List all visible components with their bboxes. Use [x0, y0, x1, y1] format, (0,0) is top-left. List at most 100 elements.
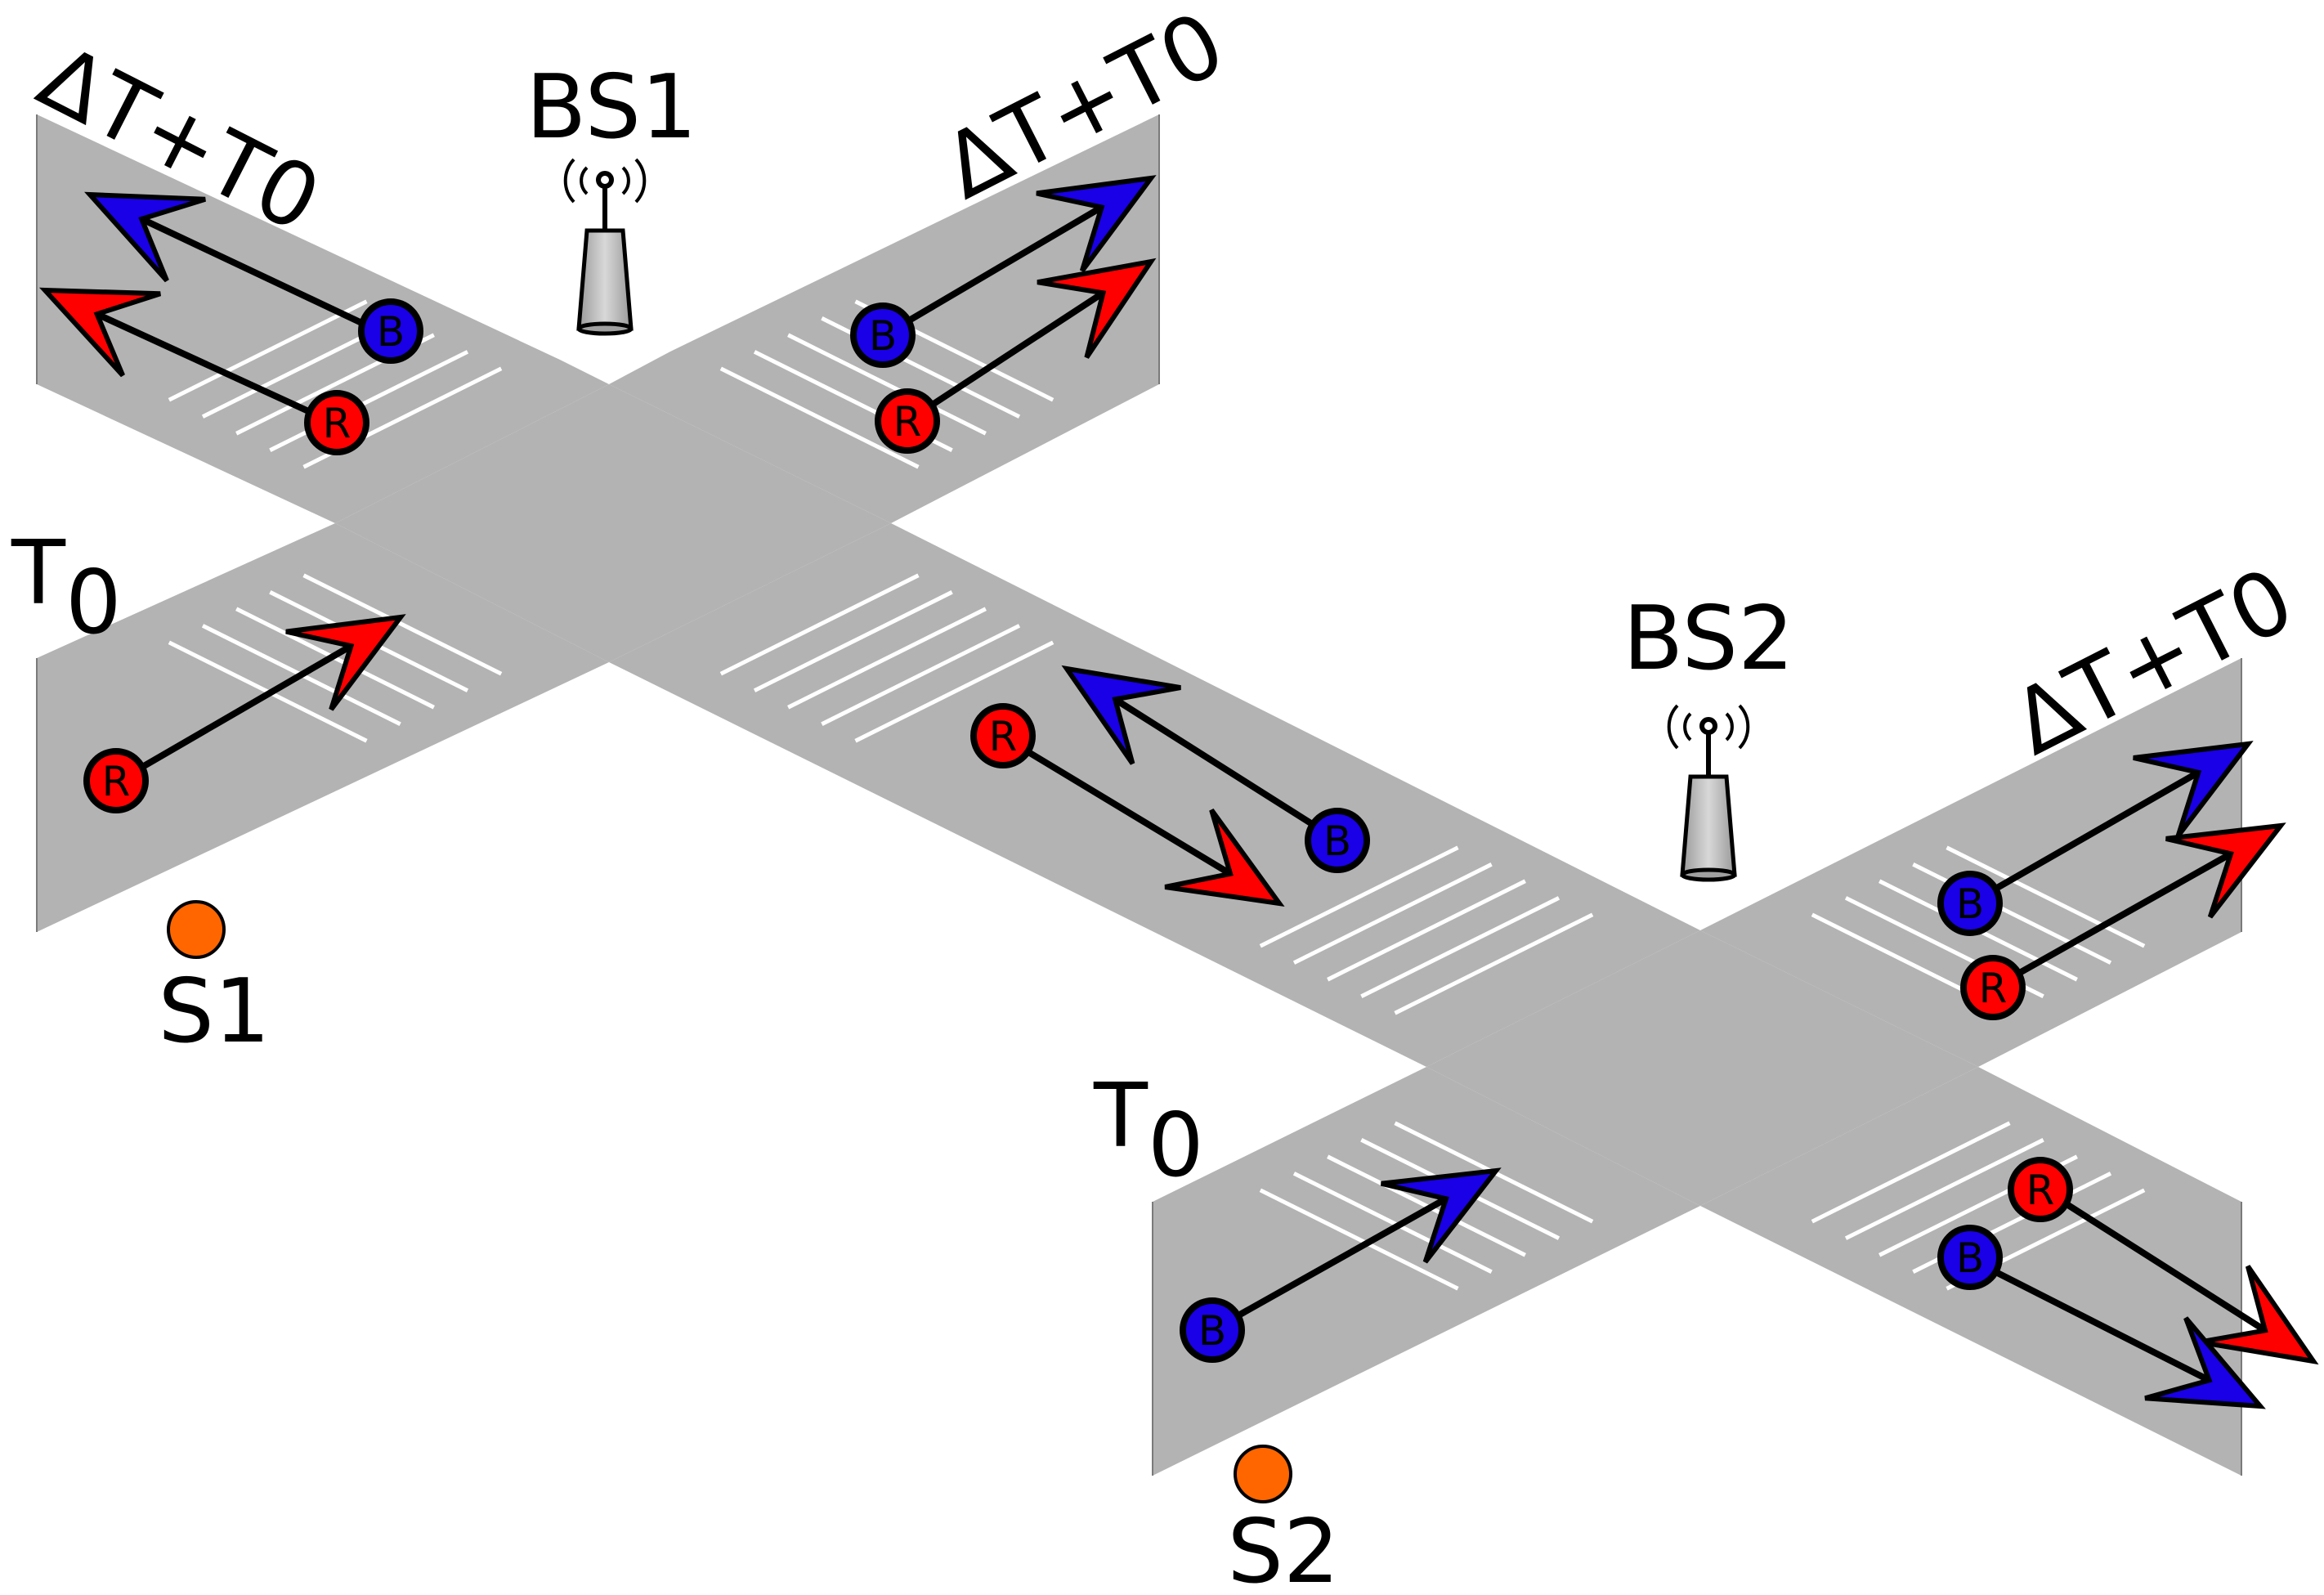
- vehicle-letter: B: [869, 312, 897, 360]
- antenna-tower-icon: [563, 158, 647, 336]
- sensor-s2: S2: [1227, 1445, 1340, 1595]
- arrow-head: [1381, 1167, 1502, 1264]
- blue-arrow: [84, 191, 386, 337]
- vehicle-marker: [2008, 1157, 2073, 1222]
- vehicle-r-ul: R: [304, 390, 369, 455]
- arrow-shaft: [95, 311, 337, 427]
- vehicle-letter: R: [989, 713, 1018, 760]
- t0-right-sub: 0: [1148, 1095, 1204, 1197]
- vehicle-marker: [1937, 1225, 2003, 1290]
- vehicle-letter: B: [1323, 818, 1351, 865]
- vehicle-r-l: R: [83, 748, 149, 813]
- vehicle-letter: R: [2026, 1167, 2055, 1214]
- vehicle-r-rr1: R: [1960, 955, 2026, 1020]
- t0-right-main: T: [1093, 1065, 1149, 1167]
- t0-left-main: T: [11, 522, 66, 625]
- crosswalk-stripe: [753, 590, 953, 692]
- crosswalk-stripe: [1394, 912, 1594, 1015]
- t0-left-sub: 0: [65, 552, 122, 654]
- arrow-shaft: [905, 289, 1105, 424]
- arrow-head: [1061, 665, 1181, 765]
- red-arrow: [2041, 1186, 2319, 1365]
- vehicle-b-ll2: B: [1180, 1297, 1245, 1363]
- crosswalk-stripe: [821, 624, 1021, 726]
- vehicle-marker: [875, 388, 940, 454]
- arrow-shaft: [879, 204, 1104, 340]
- blue-arrow: [1968, 1256, 2266, 1409]
- bs2-label: BS2: [1623, 588, 1793, 690]
- t0-left-label: T0: [11, 522, 122, 654]
- crosswalk-stripe: [1912, 862, 2112, 965]
- vehicle-marker: [850, 302, 916, 368]
- arrow-head: [2199, 1265, 2319, 1365]
- vehicle-marker: [1937, 871, 2003, 936]
- right-upper-road: [1700, 658, 2241, 1067]
- crosswalk-stripe: [1844, 1138, 2044, 1240]
- vehicle-marker: [358, 298, 423, 364]
- arrow-shaft: [1968, 1256, 2211, 1383]
- vehicle-letter: B: [377, 308, 405, 356]
- t0-right-label: T0: [1093, 1065, 1204, 1197]
- arrow-head: [84, 191, 206, 283]
- crosswalk-stripe: [854, 640, 1055, 743]
- vehicle-b-lr2: B: [1937, 1225, 2003, 1290]
- vehicle-marker: [1305, 808, 1370, 873]
- antenna-tower-icon: [1667, 704, 1750, 882]
- arrow-shaft: [999, 733, 1233, 877]
- crosswalk-stripe: [787, 333, 987, 436]
- vehicle-r-lr2: R: [2008, 1157, 2073, 1222]
- arrow-shaft: [1113, 697, 1343, 845]
- red-arrow: [905, 258, 1157, 424]
- crosswalk-stripe: [1292, 862, 1493, 965]
- crosswalk-stripe: [719, 366, 920, 469]
- crosswalk-stripe: [302, 573, 503, 676]
- arrow-head: [1037, 258, 1157, 359]
- crosswalk-stripe: [1327, 1154, 1526, 1257]
- vehicle-r-ur: R: [875, 388, 940, 454]
- red-arrow: [1989, 822, 2286, 992]
- crosswalk-stripe: [168, 299, 368, 402]
- crosswalk-stripe: [787, 607, 987, 710]
- blue-arrow: [879, 175, 1157, 340]
- sensor-s1: S1: [158, 900, 271, 1063]
- vehicle-letter: R: [323, 400, 352, 447]
- arrow-shaft: [1968, 769, 2201, 907]
- arrow-shaft: [1989, 850, 2232, 992]
- vehicle-marker: [970, 703, 1036, 768]
- arrow-shaft: [116, 643, 353, 784]
- upper-left-road: [37, 114, 609, 523]
- vehicle-letter: B: [1956, 880, 1984, 928]
- main-road: [609, 523, 1700, 1067]
- base-station-bs2: BS2: [1623, 588, 1794, 882]
- arrow-head: [285, 614, 406, 711]
- red-arrow: [39, 287, 337, 427]
- vehicle-b-ul: B: [358, 298, 423, 364]
- sensor-dot-icon: [1234, 1445, 1292, 1503]
- vehicle-trajectories: [39, 175, 2319, 1409]
- vehicle-letter: R: [102, 758, 131, 805]
- arrow-head: [1164, 809, 1285, 907]
- intersection-2: [1426, 930, 1978, 1206]
- crosswalk-stripe: [1259, 1188, 1459, 1291]
- blue-arrow: [1968, 741, 2254, 907]
- vehicle-letter: B: [1956, 1234, 1984, 1282]
- intersection-1: [335, 384, 891, 662]
- crosswalk-stripe: [1360, 896, 1561, 998]
- vehicle-marker: [1960, 955, 2026, 1020]
- left-t0-road: [37, 523, 609, 932]
- vehicle-marker: [1180, 1297, 1245, 1363]
- arrow-shaft: [2041, 1186, 2268, 1333]
- arrow-head: [2133, 741, 2254, 838]
- arrow-shaft: [1211, 1195, 1448, 1333]
- blue-arrow: [1211, 1167, 1502, 1333]
- vehicle-b-rr1: B: [1937, 871, 2003, 936]
- s2-label: S2: [1227, 1501, 1339, 1595]
- s1-label: S1: [158, 961, 270, 1063]
- crosswalk-stripe: [1946, 845, 2146, 948]
- crosswalk-stripe: [1327, 879, 1526, 982]
- vehicle-marker: [83, 748, 149, 813]
- vehicle-letter: R: [893, 398, 922, 446]
- arrow-head: [2165, 822, 2286, 919]
